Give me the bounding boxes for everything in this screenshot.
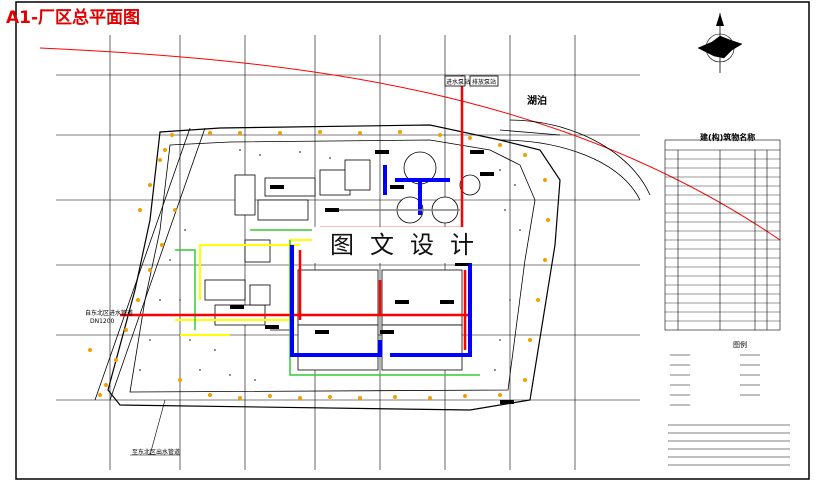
road-boundary-line bbox=[39, 47, 781, 241]
site-boundary bbox=[107, 124, 561, 411]
lake-label: 湖泊 bbox=[527, 96, 547, 107]
inner-road bbox=[129, 139, 536, 393]
watermark: 图文设计 bbox=[312, 227, 508, 263]
pipe-diameter-label: DN1200 bbox=[90, 318, 115, 325]
sheet-frame bbox=[15, 1, 810, 480]
tree-markers bbox=[88, 130, 550, 400]
sewage-in-label: 自东北区进水管道 bbox=[85, 310, 134, 317]
legend-title: 图例 bbox=[733, 341, 747, 349]
sewage-out-label: 至东北区出水管道 bbox=[132, 449, 181, 456]
inlet-station-label-2: 排放泵站 bbox=[472, 79, 497, 86]
inlet-stations bbox=[444, 75, 499, 87]
gray-pipes bbox=[270, 209, 460, 331]
buildings bbox=[204, 159, 371, 326]
pipe-tags bbox=[230, 150, 514, 404]
notes bbox=[668, 424, 790, 466]
building-table bbox=[664, 139, 781, 331]
north-arrow bbox=[697, 13, 743, 73]
table-title: 建(构)筑物名称 bbox=[700, 133, 756, 142]
legend bbox=[670, 354, 760, 406]
drawing-title: A1-厂区总平面图 bbox=[6, 8, 141, 28]
blue-pipes bbox=[290, 165, 472, 357]
inlet-station-label-1: 进水泵站 bbox=[446, 79, 471, 86]
